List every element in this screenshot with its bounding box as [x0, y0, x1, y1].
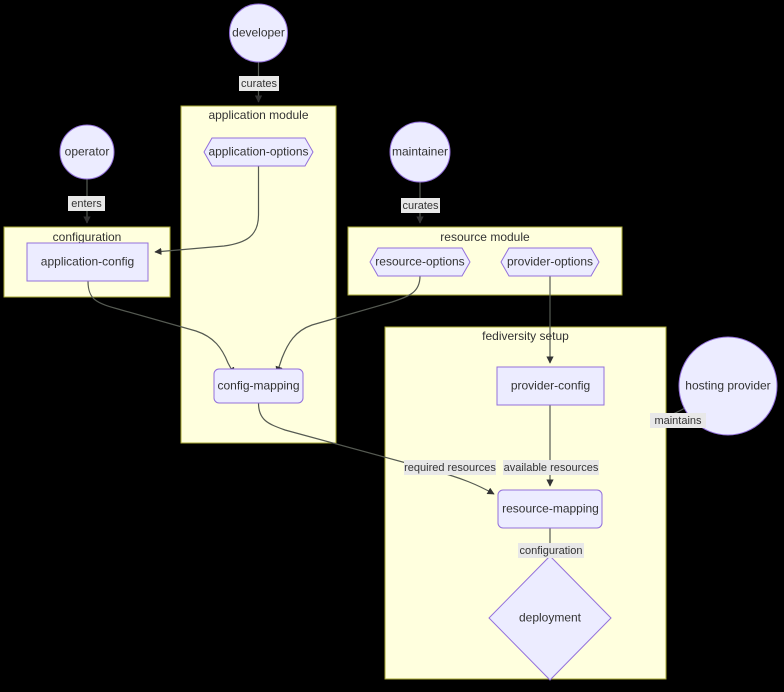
node-maintainer-circle[interactable]: [389, 121, 451, 183]
edge-label-maintains-bg: [650, 413, 706, 428]
node-application-config[interactable]: application-config: [26, 242, 149, 282]
edge-label-enters-text: enters: [71, 198, 102, 210]
node-resource-options-hexagon[interactable]: [369, 247, 471, 277]
edge-application-config-to-config-mapping: [87, 280, 235, 375]
node-developer-circle[interactable]: [229, 3, 288, 63]
node-maintainer-label: maintainer: [392, 145, 448, 159]
node-developer[interactable]: developer: [229, 3, 288, 63]
edge-label-enters-bg: [68, 196, 105, 211]
node-application-config-label: application-config: [41, 255, 134, 269]
node-provider-config-rect[interactable]: [496, 366, 605, 406]
edge-label-curates-developer: curates: [239, 76, 279, 91]
edge-label-required-resources: required resources: [404, 460, 496, 475]
cluster-configuration-label: configuration: [53, 230, 122, 244]
edge-label-configuration-text: configuration: [520, 545, 583, 557]
node-resource-mapping[interactable]: resource-mapping: [497, 489, 603, 529]
node-resource-options[interactable]: resource-options: [369, 247, 471, 277]
edge-label-curates-maintainer-text: curates: [402, 200, 439, 212]
edge-label-curates-maintainer: curates: [401, 198, 440, 213]
edge-label-maintains-text: maintains: [654, 415, 702, 427]
node-provider-config[interactable]: provider-config: [496, 366, 605, 406]
node-deployment-diamond[interactable]: [488, 555, 612, 681]
node-operator-circle[interactable]: [59, 124, 115, 180]
node-deployment-label: deployment: [519, 611, 582, 625]
edge-label-enters: enters: [68, 196, 105, 211]
node-provider-options-hexagon[interactable]: [500, 247, 600, 277]
edge-label-curates-developer-bg: [239, 76, 279, 91]
node-application-config-rect[interactable]: [26, 242, 149, 282]
edge-label-available-resources: available resources: [503, 460, 599, 475]
node-provider-options[interactable]: provider-options: [500, 247, 600, 277]
edge-label-available-resources-bg: [503, 460, 599, 475]
node-deployment[interactable]: deployment: [488, 555, 612, 681]
node-resource-options-label: resource-options: [375, 255, 464, 269]
edge-label-curates-developer-text: curates: [241, 78, 278, 90]
node-config-mapping-rect[interactable]: [213, 368, 304, 404]
edge-label-available-resources-text: available resources: [504, 462, 599, 474]
edge-label-maintains: maintains: [650, 413, 706, 428]
node-application-options[interactable]: application-options: [203, 137, 314, 167]
node-maintainer[interactable]: maintainer: [389, 121, 451, 183]
cluster-fediversity-setup-label: fediversity setup: [482, 329, 569, 343]
node-config-mapping[interactable]: config-mapping: [213, 368, 304, 404]
cluster-resource-module-label: resource module: [440, 230, 530, 244]
node-operator[interactable]: operator: [59, 124, 115, 180]
cluster-application-module-label: application module: [208, 108, 308, 122]
node-hosting-provider-circle[interactable]: [678, 336, 778, 436]
edge-label-required-resources-bg: [404, 460, 496, 475]
node-developer-label: developer: [232, 26, 285, 40]
node-resource-mapping-rect[interactable]: [497, 489, 603, 529]
node-provider-config-label: provider-config: [511, 379, 590, 393]
edge-label-curates-maintainer-bg: [401, 198, 440, 213]
node-provider-options-label: provider-options: [507, 255, 593, 269]
node-resource-mapping-label: resource-mapping: [502, 502, 599, 516]
node-operator-label: operator: [65, 145, 110, 159]
node-hosting-provider-label: hosting provider: [685, 379, 770, 393]
edge-label-required-resources-text: required resources: [404, 462, 496, 474]
edge-label-configuration: configuration: [518, 543, 584, 558]
edge-application-options-to-application-config: [154, 166, 260, 256]
node-hosting-provider[interactable]: hosting provider: [678, 336, 778, 436]
edge-resource-options-to-config-mapping: [275, 275, 421, 374]
node-application-options-label: application-options: [208, 145, 308, 159]
node-config-mapping-label: config-mapping: [217, 379, 299, 393]
edge-label-configuration-bg: [518, 543, 584, 558]
node-application-options-hexagon[interactable]: [203, 137, 314, 167]
